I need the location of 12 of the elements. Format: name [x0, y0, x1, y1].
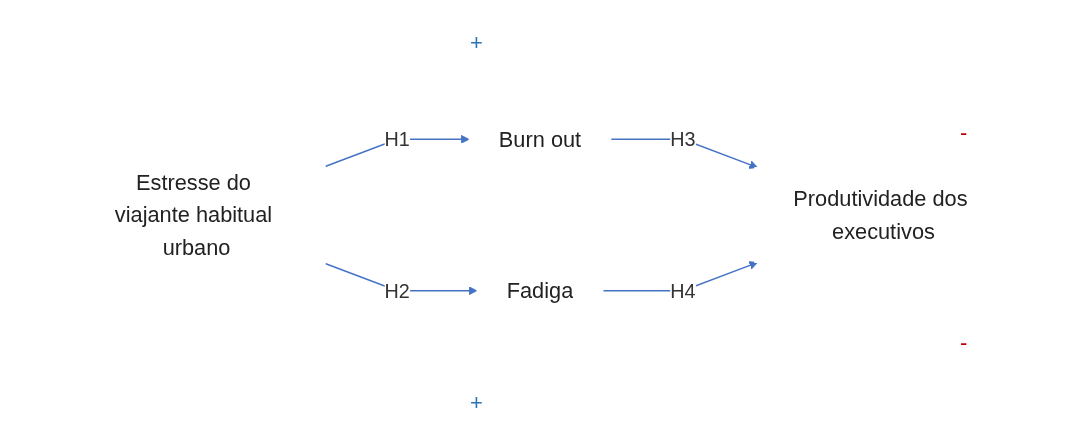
sign-label: + [470, 390, 483, 416]
edge-label: H3 [670, 128, 696, 151]
sign-label: + [470, 30, 483, 56]
edge-label: H2 [384, 279, 410, 302]
node-text: Produtividade dos executivos [793, 186, 968, 244]
edge-label: H4 [670, 279, 696, 302]
node-text: Fadiga [506, 278, 574, 304]
node-text: Estresse do viajante habitual urbano [114, 169, 273, 261]
sign-label: - [960, 330, 968, 356]
edge-label: H1 [384, 128, 410, 151]
node-text: Burn out [498, 126, 582, 152]
sign-label: - [960, 120, 968, 146]
